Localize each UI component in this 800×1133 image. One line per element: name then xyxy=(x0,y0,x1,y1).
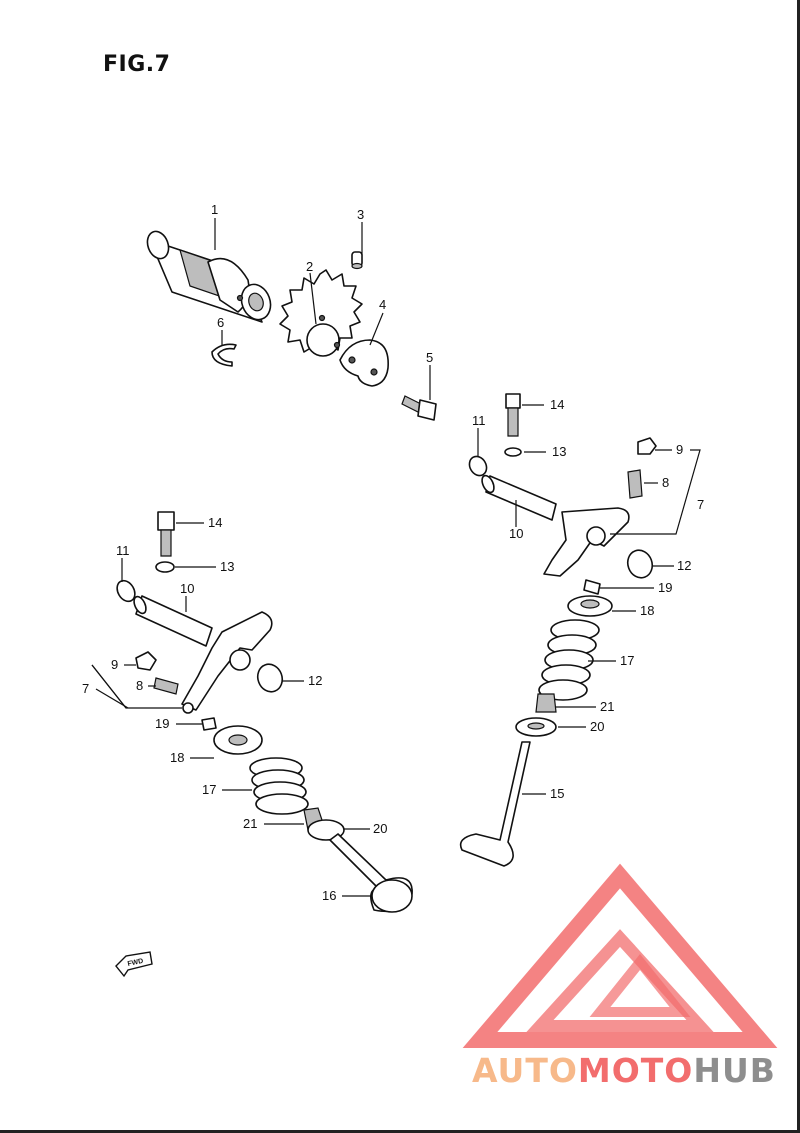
automotohub-logo xyxy=(462,863,778,1048)
watermark-hub: HUB xyxy=(693,1051,776,1090)
callout-right-13: 13 xyxy=(552,444,566,459)
callout-right-15: 15 xyxy=(550,786,564,801)
right-rocker-assembly xyxy=(459,393,657,867)
callout-right-17: 17 xyxy=(620,653,634,668)
watermark-text: AUTOMOTOHUB xyxy=(472,1051,776,1090)
callout-left-14: 14 xyxy=(208,515,222,530)
callout-labels: 1 2 3 4 5 6 14 11 13 9 8 7 10 12 19 18 1… xyxy=(82,202,704,903)
callout-right-14: 14 xyxy=(550,397,564,412)
page-border-bottom xyxy=(0,1130,800,1133)
callout-right-7: 7 xyxy=(697,497,704,512)
clip-part xyxy=(211,343,237,367)
callout-left-7: 7 xyxy=(82,681,89,696)
callout-left-13: 13 xyxy=(220,559,234,574)
page-border-right xyxy=(797,0,800,1133)
callout-left-17: 17 xyxy=(202,782,216,797)
callout-right-20: 20 xyxy=(590,719,604,734)
callout-right-18: 18 xyxy=(640,603,654,618)
callout-5: 5 xyxy=(426,350,433,365)
callout-left-18: 18 xyxy=(170,750,184,765)
callout-left-20: 20 xyxy=(373,821,387,836)
callout-left-16: 16 xyxy=(322,888,336,903)
callout-left-11: 11 xyxy=(116,543,130,558)
watermark-moto: MOTO xyxy=(578,1051,693,1090)
callout-right-12: 12 xyxy=(677,558,691,573)
callout-left-12: 12 xyxy=(308,673,322,688)
left-rocker-assembly xyxy=(116,511,413,913)
callout-4: 4 xyxy=(379,297,386,312)
callout-right-11: 11 xyxy=(472,413,486,428)
callout-3: 3 xyxy=(357,207,364,222)
callout-right-10: 10 xyxy=(509,526,523,541)
callout-left-9: 9 xyxy=(111,657,118,672)
fwd-label: FWD xyxy=(127,958,144,968)
pin-part xyxy=(351,251,363,270)
cam-sprocket-part xyxy=(279,269,363,357)
callout-right-21: 21 xyxy=(600,699,614,714)
callout-1: 1 xyxy=(211,202,218,217)
callout-left-21: 21 xyxy=(243,816,257,831)
figure-title: FIG.7 xyxy=(103,52,171,77)
camshaft-part xyxy=(146,230,272,323)
callout-left-10: 10 xyxy=(180,581,194,596)
callout-6: 6 xyxy=(217,315,224,330)
watermark-auto: AUTO xyxy=(472,1051,578,1090)
callout-right-19: 19 xyxy=(658,580,672,595)
callout-left-19: 19 xyxy=(155,716,169,731)
callout-2: 2 xyxy=(306,259,313,274)
callout-right-8: 8 xyxy=(662,475,669,490)
callout-left-8: 8 xyxy=(136,678,143,693)
forward-direction-arrow: FWD xyxy=(115,951,153,978)
callout-right-9: 9 xyxy=(676,442,683,457)
leader-lines xyxy=(91,218,701,897)
lock-plate-part xyxy=(339,339,389,387)
bolt-part xyxy=(401,395,437,421)
